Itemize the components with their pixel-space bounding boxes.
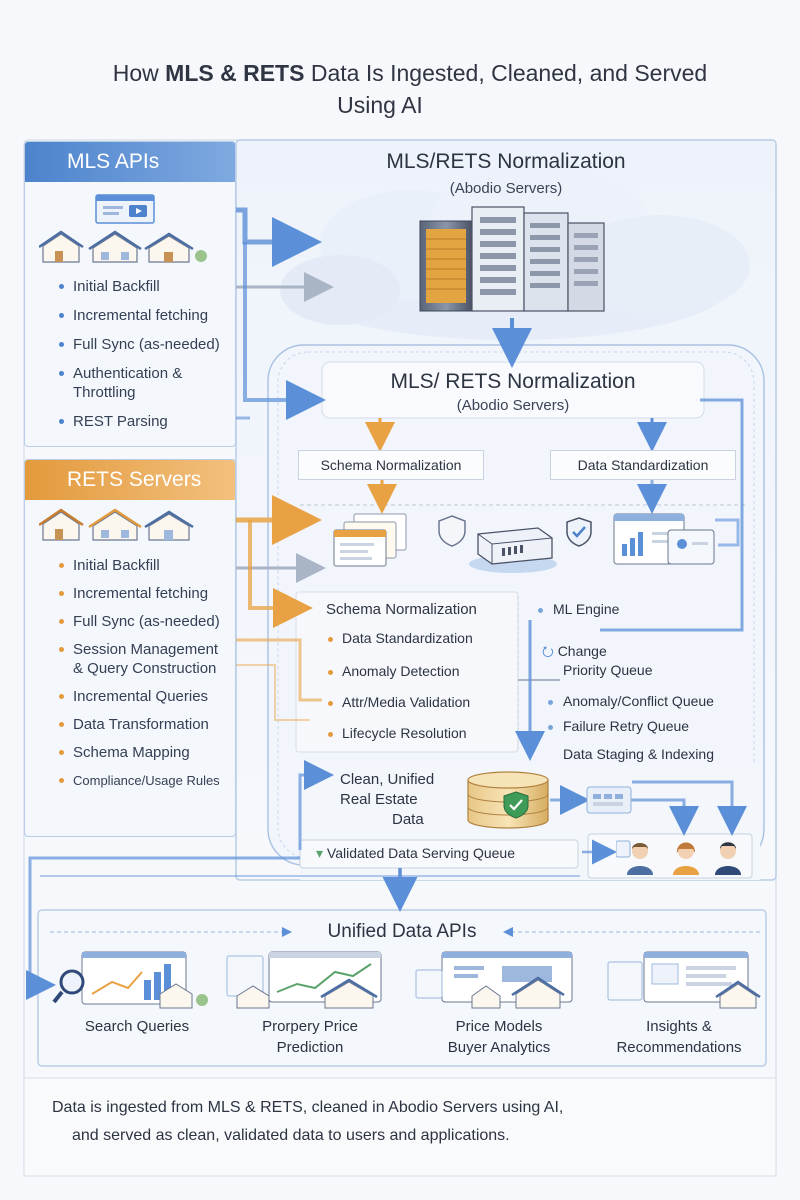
schema-normalization-box: Schema Normalization [298, 450, 484, 480]
mls-apis-heading: MLS APIs [25, 142, 235, 182]
api-item-line1: Search Queries [84, 1018, 190, 1035]
list-item: Compliance/Usage Rules [25, 771, 240, 790]
refresh-icon: ⭮ [542, 643, 554, 659]
list-item: Incremental Queries [25, 687, 240, 706]
queue-item: Anomaly/Conflict Queue [548, 693, 714, 709]
list-item: Full Sync (as-needed) [25, 335, 235, 354]
footer-line2: and served as clean, validated data to u… [72, 1127, 510, 1144]
list-item: Schema Mapping [25, 743, 240, 762]
api-item-line2: Recommendations [616, 1039, 742, 1056]
database-icon [467, 771, 549, 829]
cloud-title: MLS/RETS Normalization [386, 150, 626, 173]
user-avatar-icon [616, 840, 741, 875]
pipeline-step: Data Standardization [328, 630, 473, 646]
list-item: Incremental fetching [25, 584, 240, 603]
change-text: Change [557, 643, 607, 659]
list-item: Incremental fetching [25, 306, 235, 325]
browser-icon [95, 194, 155, 224]
pipeline-step: Anomaly Detection [328, 663, 460, 679]
dashboard-mini-icon [586, 786, 632, 814]
clean-data-line2: Real Estate [340, 791, 418, 808]
list-item-continued: Throttling [73, 384, 136, 401]
data-standardization-box: Data Standardization [550, 450, 736, 480]
api-item-line2: Buyer Analytics [447, 1039, 551, 1056]
server-rack-icon [419, 206, 605, 312]
api-item: Price Models Buyer Analytics [414, 1016, 584, 1058]
search-queries-illustration [52, 951, 208, 1009]
rets-servers-panel: RETS Servers Initial Backfill Incrementa… [24, 459, 236, 837]
queue-item: Priority Queue [563, 662, 653, 678]
page-title: How MLS & RETS Data Is Ingested, Cleaned… [0, 60, 800, 87]
queue-item: Failure Retry Queue [547, 718, 690, 734]
price-models-illustration [415, 951, 573, 1009]
list-item: Initial Backfill [25, 556, 240, 575]
list-item: REST Parsing [25, 412, 235, 431]
list-item: Data Transformation [25, 715, 240, 734]
page-title-line2: Using AI [337, 92, 423, 118]
list-item: Authentication & [25, 364, 235, 383]
staging-label: Data Staging & Indexing [563, 746, 714, 762]
api-item: Insights & Recommendations [594, 1016, 764, 1058]
houses-icon [39, 508, 194, 541]
normalization-title: MLS/ RETS Normalization [390, 370, 636, 393]
rets-servers-list: Initial Backfill Incremental fetching Fu… [25, 556, 240, 790]
list-item-continued: & Query Construction [73, 660, 217, 677]
normalization-subtitle: (Abodio Servers) [456, 397, 570, 414]
rets-servers-heading-text: RETS Servers [67, 468, 202, 491]
clean-data-line1: Clean, Unified [340, 771, 435, 788]
api-item-line1: Price Models [455, 1018, 543, 1035]
list-item: Initial Backfill [25, 277, 235, 296]
shield-icon [438, 515, 466, 547]
change-label: ⭮ Change [542, 641, 607, 665]
pipeline-heading: Schema Normalization [326, 601, 477, 618]
insights-illustration [607, 951, 761, 1009]
mls-apis-panel: MLS APIs Initial Backfill Incremental fe… [24, 141, 236, 447]
clean-data-label: Clean, Unified Real Estate Data [340, 770, 460, 830]
unified-apis-title: Unified Data APIs [327, 921, 477, 942]
dashboard-icon [613, 513, 715, 565]
server-appliance-icon [469, 527, 557, 573]
api-item-line2: Prediction [276, 1039, 344, 1056]
api-item-line1: Insights & [646, 1018, 712, 1035]
title-strong: MLS & RETS [165, 60, 305, 86]
mls-apis-list: Initial Backfill Incremental fetching Fu… [25, 277, 235, 431]
list-item: Full Sync (as-needed) [25, 612, 240, 631]
list-item: Session Management [25, 640, 240, 659]
serving-queue: ▾ Validated Data Serving Queue [316, 845, 515, 862]
shield-check-icon [566, 517, 592, 547]
footer-line1: Data is ingested from MLS & RETS, cleane… [52, 1099, 564, 1116]
documents-icon [333, 513, 407, 567]
mls-apis-heading-text: MLS APIs [67, 150, 160, 173]
api-item: Search Queries [52, 1016, 222, 1037]
serving-queue-label: Validated Data Serving Queue [326, 845, 516, 861]
ml-engine-heading: ML Engine [537, 601, 620, 617]
rets-servers-heading: RETS Servers [25, 460, 235, 500]
cloud-subtitle: (Abodio Servers) [449, 180, 563, 197]
api-item: Prorpery Price Prediction [225, 1016, 395, 1058]
title-prefix: How [112, 60, 166, 86]
api-item-line1: Prorpery Price [262, 1018, 358, 1035]
check-icon: ▾ [316, 845, 324, 861]
footer-caption: Data is ingested from MLS & RETS, cleane… [52, 1096, 772, 1148]
pipeline-step: Attr/Media Validation [327, 694, 471, 710]
title-suffix: Data Is Ingested, Cleaned, and Served [304, 60, 708, 86]
clean-data-line3: Data [392, 811, 424, 828]
price-prediction-illustration [226, 951, 382, 1009]
pipeline-step: Lifecycle Resolution [328, 725, 467, 741]
houses-icon [39, 230, 207, 263]
